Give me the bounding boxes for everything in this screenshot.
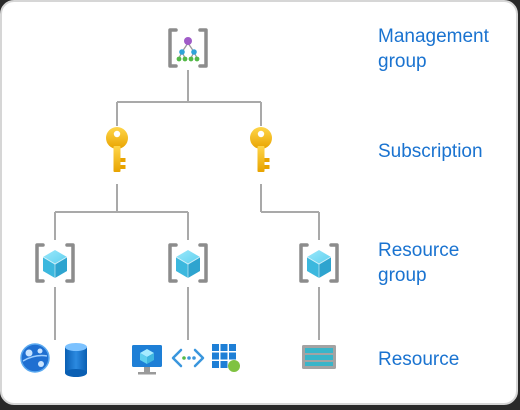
resource-group-icon — [299, 243, 339, 283]
level-label-subscription: Subscription — [378, 141, 483, 162]
database-icon — [65, 343, 87, 377]
key-icon — [106, 127, 128, 172]
storage-icon — [302, 345, 336, 369]
globe-icon — [20, 343, 50, 373]
grid-app-icon — [212, 344, 240, 372]
level-label-resource-group: Resource group — [378, 240, 460, 286]
level-label-resource: Resource — [378, 349, 460, 370]
key-icon — [250, 127, 272, 172]
code-arrows-icon — [171, 348, 205, 368]
hierarchy-diagram — [20, 28, 339, 377]
resource-group-icon — [168, 243, 208, 283]
connector-lines — [54, 70, 320, 340]
resource-group-icon — [35, 243, 75, 283]
virtual-machine-icon — [132, 345, 162, 375]
management-group-icon — [168, 28, 208, 68]
level-label-management-group: Management group — [378, 26, 489, 72]
